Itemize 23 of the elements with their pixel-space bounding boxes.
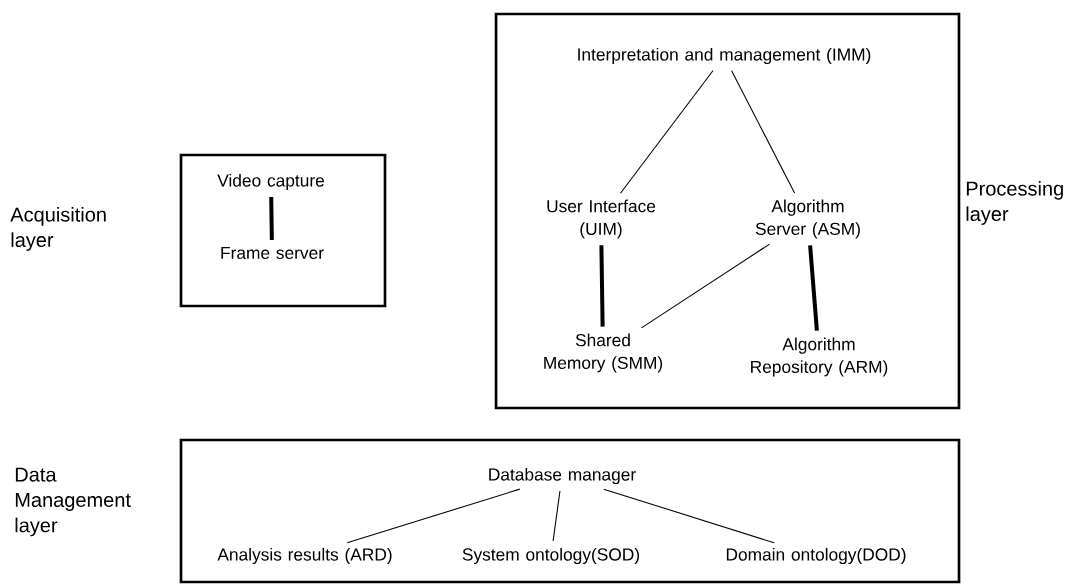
connector-line: [346, 488, 521, 544]
component-label: Database manager: [489, 467, 636, 485]
connector-line: [603, 488, 775, 544]
connector-line: [552, 490, 561, 542]
component-label: Interpretation and management (IMM): [578, 47, 871, 65]
layer-label: Data Management layer: [15, 467, 131, 537]
component-label: Domain ontology(DOD): [726, 547, 906, 565]
component-label: Analysis results (ARD): [217, 547, 392, 565]
connector-line: [619, 69, 714, 194]
connector-line: [269, 196, 274, 241]
component-label: Algorithm Repository (ARM): [751, 337, 888, 377]
connector-line: [808, 245, 819, 331]
connector-line: [731, 70, 796, 194]
layer-label: Acquisition layer: [10, 207, 106, 251]
component-label: Algorithm Server (ASM): [755, 199, 860, 239]
component-label: System ontology(SOD): [462, 547, 639, 565]
component-label: Frame server: [221, 246, 324, 260]
component-label: Shared Memory (SMM): [544, 333, 663, 373]
layer-label: Processing layer: [966, 181, 1063, 225]
component-label: User Interface (UIM): [547, 199, 656, 239]
component-label: Video capture: [217, 173, 324, 191]
connector-line: [640, 243, 771, 329]
connector-line: [599, 245, 605, 327]
